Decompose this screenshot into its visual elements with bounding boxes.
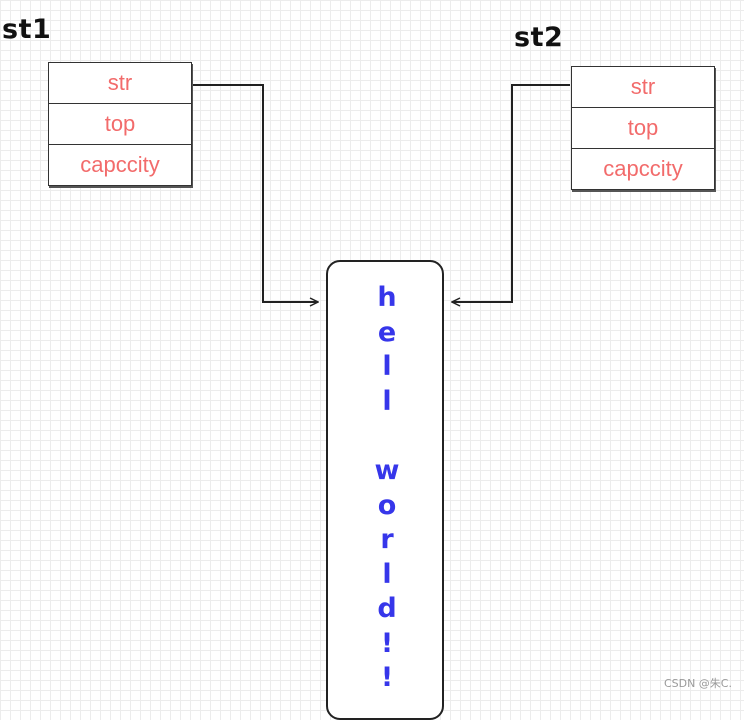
heap-char: w (374, 455, 400, 486)
heap-char: d (377, 593, 397, 624)
pointer-arrows (192, 84, 570, 699)
heap-char: r (380, 524, 394, 555)
heap-char: o (377, 490, 397, 521)
st1-struct: str top capccity (48, 62, 192, 186)
st1-field-capccity: capccity (80, 152, 160, 177)
st2-field-str: str (572, 67, 714, 108)
st2-struct: str top capccity (571, 66, 715, 190)
st2-field-top: top (572, 108, 714, 149)
heap-char: ! (380, 662, 394, 693)
heap-char: l (382, 386, 392, 417)
heap-char: e (377, 317, 397, 348)
st1-field-top: top (49, 104, 191, 145)
st2-str-arrow (452, 84, 570, 302)
st1-field-str: str (49, 63, 191, 104)
heap-char: h (377, 282, 397, 313)
heap-char: ! (380, 628, 394, 659)
heap-string-block: h e l l w o r l d ! ! (326, 260, 444, 720)
st1-label: st1 (2, 14, 52, 45)
watermark: CSDN @朱C. (663, 677, 732, 690)
heap-char: l (382, 351, 392, 382)
st2-field-capccity: capccity (603, 156, 683, 181)
st2-label: st2 (514, 22, 564, 53)
st1-str-arrow (192, 84, 318, 302)
heap-char: l (382, 559, 392, 590)
